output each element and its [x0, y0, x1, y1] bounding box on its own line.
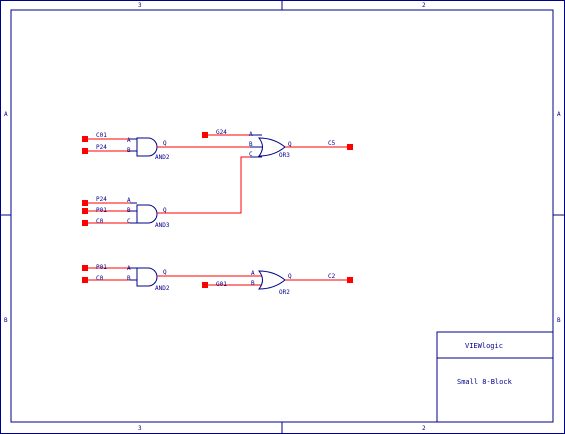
gate-pin-b: B [249, 141, 253, 148]
input-label: C01 [96, 132, 107, 139]
gate-pin-a: A [127, 197, 131, 204]
gate-pin-c: C [249, 151, 253, 158]
output-label: C5 [328, 140, 336, 147]
gate-pin-q: Q [288, 141, 292, 148]
and-gate-top: A B Q AND2 [127, 137, 170, 161]
zone-label-bottom-right: 2 [422, 425, 426, 432]
input-label: C0 [96, 275, 104, 282]
zone-label-right-b: B [557, 317, 561, 324]
input-p01-bot: P01 [82, 264, 130, 271]
gate-pin-q: Q [288, 273, 292, 280]
gate-pin-q: Q [163, 269, 167, 276]
input-c0-mid: C0 [82, 218, 130, 226]
gate-pin-b: B [127, 207, 131, 214]
input-g24: G24 [202, 129, 250, 138]
and-gate-mid: A B C Q AND3 [127, 197, 170, 229]
output-c2: C2 [285, 273, 353, 283]
input-label: G01 [216, 281, 227, 288]
inner-frame [10, 9, 554, 423]
input-p24-top: P24 [82, 144, 130, 154]
output-label: C2 [328, 273, 336, 280]
title-block-title: Small 8-Block [457, 378, 513, 386]
zone-label-top-right: 2 [422, 2, 426, 9]
zone-label-left-a: A [4, 111, 8, 118]
gate-type-label: AND3 [155, 222, 170, 229]
or-gate-bot: A B Q OR2 [251, 270, 292, 296]
gate-type-label: AND2 [155, 285, 170, 292]
zone-label-right-a: A [557, 111, 561, 118]
input-p01-mid: P01 [82, 207, 130, 214]
gate-type-label: OR2 [279, 289, 290, 296]
input-label: P01 [96, 207, 107, 214]
gate-pin-b: B [127, 147, 131, 154]
gate-pin-b: B [251, 280, 255, 287]
gate-pin-a: A [127, 137, 131, 144]
input-label: C0 [96, 218, 104, 225]
gate-type-label: AND2 [155, 154, 170, 161]
output-c5: C5 [285, 140, 353, 150]
gate-pin-a: A [251, 270, 255, 277]
gate-pin-a: A [249, 131, 253, 138]
and-gate-bot: A B Q AND2 [127, 265, 170, 292]
gate-pin-a: A [127, 265, 131, 272]
gate-pin-c: C [127, 218, 131, 225]
or-gate-top: A B C Q OR3 [249, 131, 292, 159]
input-c01-top: C01 [82, 132, 130, 142]
input-label: P01 [96, 264, 107, 271]
zone-label-top-left: 3 [138, 2, 142, 9]
input-label: P24 [96, 196, 107, 203]
input-label: G24 [216, 129, 227, 136]
title-block: VIEWlogic Small 8-Block [436, 331, 554, 423]
input-c0-bot: C0 [82, 275, 130, 283]
zone-label-left-b: B [4, 317, 8, 324]
gate-pin-b: B [127, 275, 131, 282]
gate-pin-q: Q [163, 207, 167, 214]
gate-pin-q: Q [163, 140, 167, 147]
title-block-company: VIEWlogic [465, 342, 503, 350]
input-g01: G01 [202, 281, 262, 288]
wire-and-mid-to-or [157, 156, 250, 214]
gate-type-label: OR3 [279, 152, 290, 159]
input-label: P24 [96, 144, 107, 151]
input-p24-mid: P24 [82, 196, 130, 206]
zone-label-bottom-left: 3 [138, 425, 142, 432]
